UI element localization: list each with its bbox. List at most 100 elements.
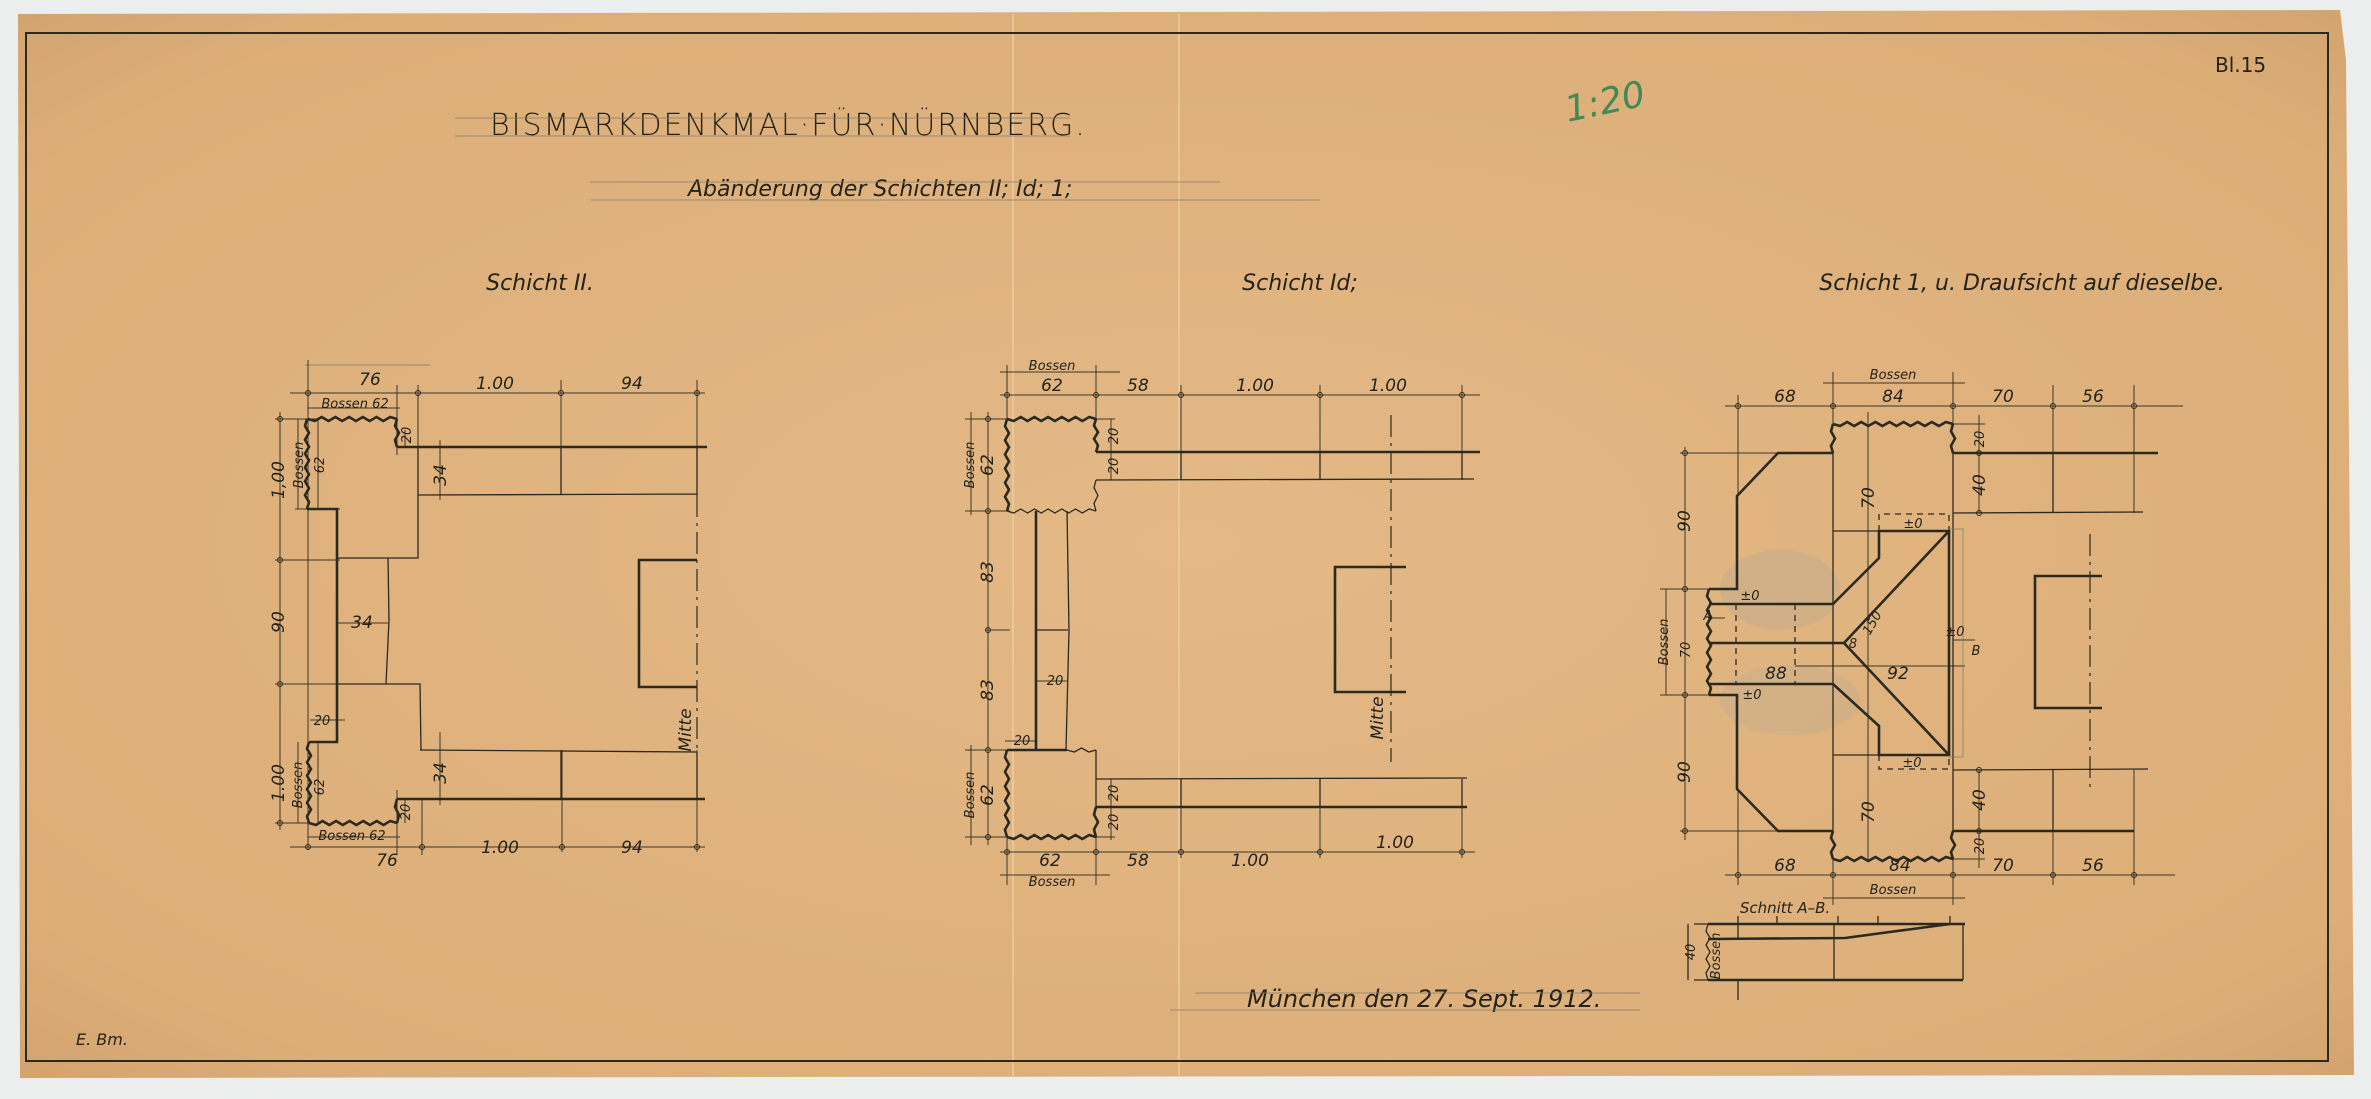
dimension-label: 20 xyxy=(400,427,415,444)
dimension-label: 1,00 xyxy=(269,461,289,499)
sheet-border xyxy=(25,32,2329,1062)
rusticated-edge xyxy=(1092,806,1100,838)
dimension-label: 94 xyxy=(621,838,643,858)
rusticated-edge xyxy=(305,741,313,824)
dimension-label: 34 xyxy=(431,762,451,784)
dimension-label: 20 xyxy=(1014,734,1031,749)
rusticated-edge xyxy=(1093,479,1099,512)
plan-schicht-Id-dimensions: Bossen 62 58 1.00 1.00 20 20 Bossen 62 8… xyxy=(963,359,1414,890)
dimension-label: 40 xyxy=(1970,789,1990,811)
dimension-label: 1.00 xyxy=(269,764,289,802)
dimension-label: 1.00 xyxy=(476,374,514,394)
dimension-label: Bossen xyxy=(1870,368,1917,383)
dimension-label: 20 xyxy=(1973,431,1988,448)
dimension-label: 68 xyxy=(1774,856,1796,876)
rusticated-edge xyxy=(1832,855,1954,863)
dimension-label: 62 xyxy=(313,457,328,474)
dimension-label: 1.00 xyxy=(481,838,519,858)
dimension-label: 76 xyxy=(359,370,381,390)
dimension-label: Bossen xyxy=(292,442,307,489)
rusticated-edge xyxy=(393,798,401,824)
dimension-label: 1.00 xyxy=(1376,833,1414,853)
dimension-label: 90 xyxy=(1675,510,1695,532)
dimension-label: 90 xyxy=(269,611,289,633)
dimension-label: 20 xyxy=(1107,428,1122,445)
rusticated-edge xyxy=(303,418,311,510)
dimension-label: 56 xyxy=(2082,387,2104,407)
plan-schicht-1 xyxy=(1660,372,2183,905)
dimension-label: 70 xyxy=(1859,801,1879,823)
dimension-label: 20 xyxy=(1107,458,1122,475)
dimension-label: 84 xyxy=(1889,856,1911,876)
rusticated-edge xyxy=(1003,418,1011,512)
dimension-label: 62 xyxy=(313,779,328,796)
place-date: München den 27. Sept. 1912. xyxy=(1247,985,1601,1013)
plan-schicht-II xyxy=(275,360,707,855)
dimension-label: Bossen xyxy=(1029,875,1076,890)
dimension-label: 20 xyxy=(1107,785,1122,802)
plan-schicht-Id xyxy=(965,365,1480,885)
rusticated-edge xyxy=(1949,423,1957,454)
dimension-label: 1.00 xyxy=(1236,376,1274,396)
dimension-label: Bossen 62 xyxy=(321,397,388,412)
dimension-label: 20 xyxy=(399,804,414,821)
dimension-label: 62 xyxy=(978,454,998,476)
rusticated-edge xyxy=(1832,420,1954,428)
rusticated-edge xyxy=(1006,833,1097,841)
dimension-label: 70 xyxy=(1992,387,2014,407)
dimension-label: 34 xyxy=(431,464,451,486)
plan-label-schicht-II: Schicht II. xyxy=(486,271,594,296)
level-label: ±0 xyxy=(1902,756,1921,771)
dimension-label: 1.00 xyxy=(1231,851,1269,871)
dimension-label: Bossen xyxy=(1870,883,1917,898)
level-label: ±0 xyxy=(1903,517,1922,532)
dimension-label: 90 xyxy=(1675,761,1695,783)
rusticated-edge xyxy=(1066,747,1097,753)
dimension-label: 92 xyxy=(1887,664,1909,684)
dimension-label: 62 xyxy=(1041,376,1063,396)
plan-label-schicht-Id: Schicht Id; xyxy=(1242,271,1358,296)
dimension-label: 20 xyxy=(314,714,331,729)
dimension-label: 20 xyxy=(1107,814,1122,831)
dimension-label: Bossen xyxy=(963,772,978,819)
dimension-label: 70 xyxy=(1859,487,1879,509)
centre-label: Mitte xyxy=(676,708,696,751)
rusticated-edge xyxy=(1829,423,1837,454)
rusticated-edge xyxy=(1092,418,1100,453)
plan-schicht-1-dimensions: Bossen 68 84 70 56 20 70 40 90 ±0 ±0 Bos… xyxy=(1657,368,2104,898)
level-label: ±0 xyxy=(1945,625,1964,640)
paper xyxy=(18,10,2354,1078)
section-label: Schnitt A–B. xyxy=(1740,899,1830,917)
dimension-label: 40 xyxy=(1970,474,1990,496)
dimension-label: 20 xyxy=(1047,674,1064,689)
dimension-label: 62 xyxy=(1039,851,1061,871)
dimension-label: 70 xyxy=(1992,856,2014,876)
plan-schicht-II-dimensions: 76 1.00 94 Bossen 62 20 34 62 Bossen 1,0… xyxy=(269,370,696,871)
dimension-label: 88 xyxy=(1765,664,1787,684)
dimension-label: 1.00 xyxy=(1369,376,1407,396)
drawing-title: BISMARKDENKMAL·FÜR·NÜRNBERG. xyxy=(490,107,1087,143)
rusticated-edge xyxy=(308,819,398,827)
dimension-label: Bossen xyxy=(1709,933,1724,980)
rusticated-edge xyxy=(1006,508,1097,514)
rusticated-edge xyxy=(1829,830,1837,860)
dimension-label: 94 xyxy=(621,374,643,394)
dimension-label: 76 xyxy=(376,851,398,871)
dimension-label: 83 xyxy=(978,561,998,583)
dimension-label: Bossen xyxy=(963,442,978,489)
dimension-label: 62 xyxy=(978,784,998,806)
dimension-label: 58 xyxy=(1127,376,1149,396)
rusticated-edge xyxy=(1006,415,1097,423)
rusticated-edge xyxy=(1949,830,1957,860)
level-label: ±0 xyxy=(1742,688,1761,703)
dimension-label: 84 xyxy=(1882,387,1904,407)
section-A-B: Schnitt A–B. 40 Bossen xyxy=(1684,899,1965,1000)
dimension-label: 34 xyxy=(351,613,373,633)
sheet-number: Bl.15 xyxy=(2215,53,2266,77)
dimension-label: 8 xyxy=(1849,637,1857,652)
centre-label: Mitte xyxy=(1368,696,1388,739)
dimension-label: 58 xyxy=(1127,851,1149,871)
dimension-label: Bossen xyxy=(291,762,306,809)
section-marker-B: B xyxy=(1972,644,1981,659)
